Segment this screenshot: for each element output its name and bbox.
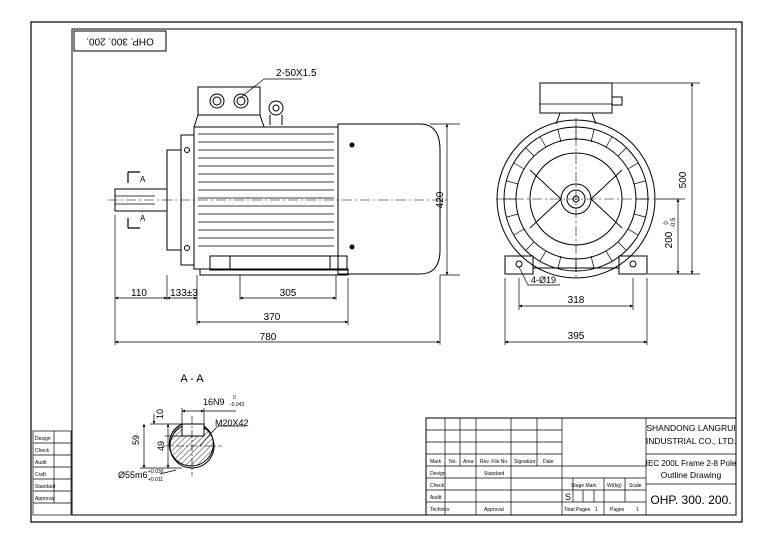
total-pages-value: 1 bbox=[595, 507, 598, 513]
dim-overall-width: 395 bbox=[568, 331, 585, 342]
dim-foot-spacing: 305 bbox=[280, 288, 297, 299]
cooling-fins bbox=[198, 133, 334, 247]
section-dimensions bbox=[140, 408, 246, 475]
standard-label: Standard bbox=[484, 471, 505, 477]
dim-height-front: 500 bbox=[678, 171, 689, 188]
cable-gland-right bbox=[233, 93, 249, 109]
dim-thread: M20X42 bbox=[215, 418, 249, 428]
dim-cable-gland: 2-50X1.5 bbox=[276, 68, 317, 79]
col-date: Date bbox=[543, 459, 554, 465]
dim-flange-offset: 133±3 bbox=[170, 288, 198, 299]
left-block-check: Check bbox=[35, 448, 50, 454]
foot bbox=[209, 255, 348, 271]
scale-label: Scale bbox=[629, 483, 642, 489]
dim-key-height: 10 bbox=[155, 409, 165, 419]
dim-shaft-center-tol-top: 0 bbox=[664, 221, 670, 225]
weight-label: Wt(kg) bbox=[607, 483, 622, 489]
outer-border bbox=[30, 21, 743, 523]
terminal-box-front bbox=[539, 82, 613, 114]
dim-shaft-diameter: Ø55m6 bbox=[118, 470, 148, 480]
left-block-approval: Approval bbox=[35, 496, 55, 502]
terminal-box bbox=[197, 86, 261, 116]
dim-shaft-center-tol-bottom: -0.5 bbox=[671, 217, 677, 228]
side-view bbox=[108, 78, 450, 276]
drawing-number: OHP. 300. 200. bbox=[650, 493, 731, 507]
dim-overall-length: 780 bbox=[260, 332, 277, 343]
frame-spec: IEC 200L Frame 2-8 Pole bbox=[646, 459, 737, 468]
left-block-standard: Standard bbox=[35, 484, 56, 490]
section-mark-upper: A bbox=[140, 175, 146, 184]
dim-shaft-tol-bottom: +0.011 bbox=[148, 477, 163, 483]
row-check: Check bbox=[430, 483, 445, 489]
front-view bbox=[496, 82, 656, 280]
rotated-drawing-number: OHP. 300. 200. bbox=[86, 35, 154, 46]
company-line-1: SHANDONG LANGRUI bbox=[646, 423, 735, 433]
rotated-drawing-number-box: OHP. 300. 200. bbox=[73, 30, 167, 52]
shaft-section-hatched bbox=[168, 423, 214, 467]
col-signature: Signature bbox=[514, 459, 536, 465]
col-mark: Mark bbox=[430, 459, 442, 465]
pages-value: 1 bbox=[636, 507, 639, 513]
title-block bbox=[425, 417, 737, 516]
dim-keyseat-depth: 49 bbox=[156, 441, 166, 451]
dim-shaft-depth: 59 bbox=[131, 435, 141, 445]
left-approval-block bbox=[32, 430, 72, 516]
dim-shaft-tol-top: +0.030 bbox=[148, 469, 164, 475]
company-line-2: INDUSTRIAL CO., LTD. bbox=[646, 436, 736, 446]
pages-label: Pages bbox=[610, 507, 625, 513]
drawing-title: Outline Drawing bbox=[661, 470, 722, 480]
section-mark-lower: A bbox=[140, 214, 146, 223]
dim-keyway-tol-bottom: -0.043 bbox=[230, 402, 244, 408]
dim-keyway-width: 16N9 bbox=[203, 397, 225, 407]
foot-left bbox=[504, 255, 534, 275]
row-design: Design bbox=[430, 471, 446, 477]
foot-right bbox=[618, 255, 648, 275]
dim-foot-width: 318 bbox=[568, 295, 585, 306]
dim-shaft-center-height: 200 bbox=[664, 231, 675, 248]
left-block-craft: Craft bbox=[35, 472, 46, 478]
fan-cover bbox=[337, 123, 441, 275]
left-block-audit: Audit bbox=[35, 460, 47, 466]
approval-label: Approval bbox=[484, 507, 504, 513]
total-pages-label: Total Pages bbox=[564, 507, 591, 513]
side-view-dimensions bbox=[114, 123, 460, 345]
dim-base-length: 370 bbox=[264, 312, 281, 323]
front-view-dimensions bbox=[504, 82, 700, 345]
section-a-a bbox=[162, 416, 222, 476]
col-area: Area bbox=[463, 459, 474, 465]
cable-gland-left bbox=[209, 93, 225, 109]
dim-shaft-length: 110 bbox=[131, 288, 147, 299]
stage-value: S bbox=[565, 492, 571, 502]
dim-foot-hole: 4-Ø19 bbox=[531, 275, 556, 285]
row-audit: Audit bbox=[430, 495, 442, 501]
stage-mark-label: Stage Mark bbox=[571, 483, 597, 489]
dim-keyway-tol-top: 0 bbox=[233, 395, 236, 401]
section-title: A - A bbox=[180, 373, 204, 385]
lifting-eye bbox=[268, 100, 284, 116]
col-no: No. bbox=[449, 459, 457, 465]
row-technics: Technics bbox=[430, 507, 450, 513]
inner-border bbox=[71, 28, 737, 516]
left-block-design: Design bbox=[35, 436, 51, 442]
dim-height-side: 420 bbox=[435, 191, 446, 208]
col-rev-file: Rev. File No. bbox=[480, 459, 509, 465]
